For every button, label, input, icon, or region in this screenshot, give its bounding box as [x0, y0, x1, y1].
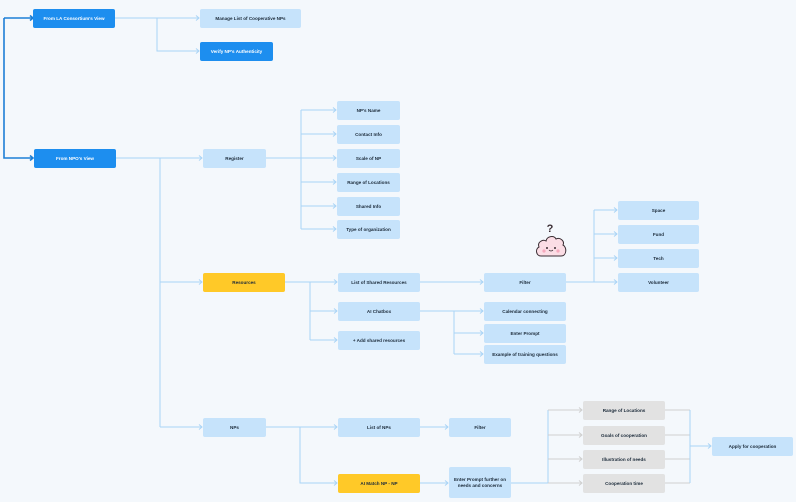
connector-arrowhead [198, 279, 203, 285]
node-space[interactable]: Space [618, 201, 699, 220]
connector-arrowhead [333, 337, 338, 343]
node-enter-prompt[interactable]: Enter Prompt [484, 324, 566, 343]
node-register[interactable]: Register [203, 149, 266, 168]
connector-arrowhead [332, 179, 337, 185]
question-mark: ? [547, 223, 554, 235]
node-apply[interactable]: Apply for cooperation [712, 437, 793, 456]
node-tech[interactable]: Tech [618, 249, 699, 268]
node-volunteer[interactable]: Volunteer [618, 273, 699, 292]
connector-la-verify [156, 18, 199, 52]
node-org-type[interactable]: Type of organization [337, 220, 400, 239]
connector-arrowhead [332, 155, 337, 161]
node-manage-list[interactable]: Manage List of Cooperative NPs [200, 9, 301, 28]
connector-arrowhead [578, 407, 583, 413]
connector-arrowhead [332, 226, 337, 232]
node-range-locations[interactable]: Range of Locations [337, 173, 400, 192]
connector-arrowhead [479, 308, 484, 314]
node-resources[interactable]: Resources [203, 273, 285, 292]
connector-arrowhead [444, 424, 449, 430]
node-enter-needs[interactable]: Enter Prompt further on needs and concer… [449, 467, 511, 498]
connector-arrowhead [444, 480, 449, 486]
node-add-shared-resources[interactable]: + Add shared resources [338, 331, 420, 350]
connector-arrowhead [333, 480, 338, 486]
connector-arrowhead [479, 351, 484, 357]
connector-arrowhead [613, 231, 618, 237]
node-filter-nps[interactable]: Filter [449, 418, 511, 437]
node-training-questions[interactable]: Example of training questions [484, 345, 566, 364]
connector-arrowhead [479, 330, 484, 336]
connector-arrowhead [613, 207, 618, 213]
node-coop-time[interactable]: Cooperation time [583, 474, 665, 493]
connector-arrowhead [333, 279, 338, 285]
node-la-view[interactable]: From LA Consortium's View [33, 9, 115, 28]
node-verify[interactable]: Verify NP's Authenticity [200, 42, 273, 61]
connector-arrowhead [198, 424, 203, 430]
connector-arrowhead [332, 107, 337, 113]
connector-arrowhead [613, 279, 618, 285]
node-fund[interactable]: Fund [618, 225, 699, 244]
connector-nps-aimatch [299, 427, 337, 484]
connector-arrowhead [195, 15, 200, 21]
node-ai-chatbox[interactable]: AI Chatbox [338, 302, 420, 321]
connector-arrowhead [332, 203, 337, 209]
connector-arrowhead [613, 255, 618, 261]
node-scale[interactable]: Scale of NP [337, 149, 400, 168]
node-range-locations-2[interactable]: Range of Locations [583, 401, 665, 420]
connector-arrowhead [333, 424, 338, 430]
node-npo-view[interactable]: From NPO's View [34, 149, 116, 168]
node-goals[interactable]: Goals of cooperation [583, 426, 665, 445]
connector-arrowhead [479, 279, 484, 285]
node-nps[interactable]: NPs [203, 418, 266, 437]
connector-arrowhead [333, 308, 338, 314]
node-filter-resources[interactable]: Filter [484, 273, 566, 292]
connector-arrowhead [198, 155, 203, 161]
connector-arrowhead [707, 443, 712, 449]
node-shared-resources[interactable]: List of Shared Resources [338, 273, 420, 292]
node-calendar[interactable]: Calendar connecting [484, 302, 566, 321]
node-np-name[interactable]: NP's Name [337, 101, 400, 120]
connector-arrowhead [195, 48, 200, 54]
node-ai-match[interactable]: AI Match NP - NP [338, 474, 420, 493]
connector-root-spine [3, 18, 33, 159]
node-contact-info[interactable]: Contact Info [337, 125, 400, 144]
connector-arrowhead [29, 154, 35, 162]
connector-arrowhead [332, 131, 337, 137]
node-list-nps[interactable]: List of NPs [338, 418, 420, 437]
node-illustration[interactable]: Illustration of needs [583, 450, 665, 469]
cloud-mascot-icon: ? [536, 223, 567, 257]
node-shared-info[interactable]: Shared Info [337, 197, 400, 216]
connector-arrowhead [578, 432, 583, 438]
connector-arrowhead [578, 480, 583, 486]
connector-arrowhead [578, 456, 583, 462]
